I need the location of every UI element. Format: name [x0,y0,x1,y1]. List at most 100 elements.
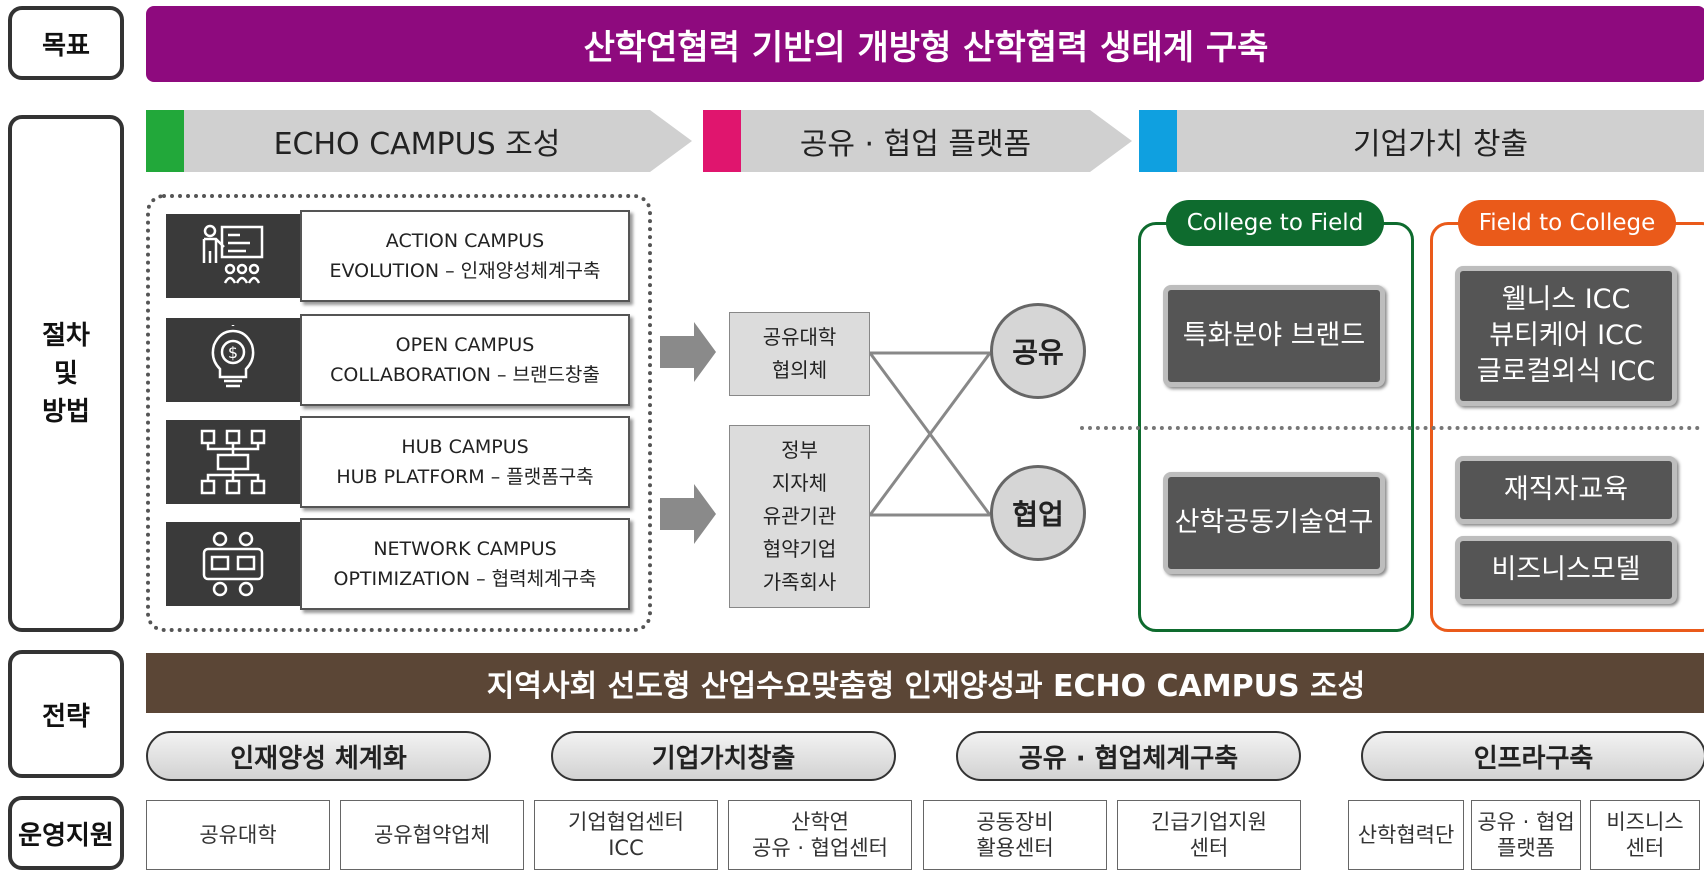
box-line: 재직자교육 [1503,474,1629,505]
shared-university-council-box: 공유대학 협의체 [729,312,870,396]
campus-item-1-line2: EVOLUTION – 인재양성체계구축 [329,260,601,282]
joint-research-box: 산학공동기술연구 [1163,472,1385,574]
goal-banner: 산학연협력 기반의 개방형 산학협력 생태계 구축 [146,6,1704,82]
stage-2-label: 공유 · 협업 플랫폼 [799,127,1032,162]
support-line: 산학협력단 [1357,823,1455,847]
strategy-item-1: 인재양성 체계화 [146,731,491,781]
strategy-item-4: 인프라구축 [1361,731,1704,781]
connector-line [868,352,992,516]
c2f-label-text: College to Field [1186,210,1364,236]
collaborate-circle-text: 협업 [1012,498,1064,531]
stage-3-label: 기업가치 창출 [1352,127,1529,162]
campus-item-2-line2: COLLABORATION – 브랜드창출 [330,364,600,386]
support-line: 긴급기업지원 [1151,810,1267,834]
box-line: 유관기관 [762,504,837,528]
strategy-label-text: 전략 [42,701,90,732]
svg-text:$: $ [228,343,238,362]
campus-item-2-line1: OPEN CAMPUS [395,334,535,356]
c2f-label: College to Field [1166,200,1384,246]
network-hub-icon [166,420,300,504]
stage-2-tab [703,110,741,172]
strategy-item-text: 인프라구축 [1473,743,1594,774]
support-item-2: 공유협약업체 [340,800,524,870]
box-line: 산학공동기술연구 [1174,507,1374,538]
support-item-5: 공동장비 활용센터 [923,800,1107,870]
support-item-8: 공유 · 협업 플랫폼 [1471,800,1581,870]
box-line: 웰니스 ICC [1501,284,1631,315]
campus-item-4: NETWORK CAMPUS OPTIMIZATION – 협력체계구축 [300,518,630,610]
stage-2-arrow-shape [703,110,1132,172]
box-line: 정부 [781,438,818,462]
support-line: 센터 [1189,836,1229,860]
goal-label: 목표 [8,6,124,80]
arrow-right-icon [660,322,716,382]
support-line: 공동장비 [976,810,1054,834]
campus-item-1: ACTION CAMPUS EVOLUTION – 인재양성체계구축 [300,210,630,302]
box-line: 공유대학 [762,325,837,349]
strategy-item-2: 기업가치창출 [551,731,896,781]
support-item-1: 공유대학 [146,800,330,870]
procedure-label-line: 방법 [42,396,90,427]
support-line: 기업협업센터 [568,810,684,834]
box-line: 글로컬외식 ICC [1476,356,1656,387]
support-line: 공유협약업체 [374,823,490,847]
support-item-6: 긴급기업지원 센터 [1117,800,1301,870]
procedure-label: 절차 및 방법 [8,115,124,632]
specialized-brand-box: 특화분야 브랜드 [1163,285,1385,387]
collaborate-circle: 협업 [990,465,1086,561]
icc-box: 웰니스 ICC 뷰티케어 ICC 글로컬외식 ICC [1455,266,1677,406]
goal-label-text: 목표 [42,30,90,61]
procedure-label-line: 및 [54,358,78,389]
share-circle-text: 공유 [1012,336,1064,369]
campus-group [146,194,652,632]
stage-3-tab [1139,110,1177,172]
employee-training-box: 재직자교육 [1455,456,1677,524]
box-line: 비즈니스모델 [1491,554,1641,585]
stage-1-tab [146,110,184,172]
box-line: 가족회사 [762,570,837,594]
campus-item-3: HUB CAMPUS HUB PLATFORM – 플랫폼구축 [300,416,630,508]
support-line: 비즈니스 [1606,810,1684,834]
box-line: 지자체 [771,471,828,495]
business-model-box: 비즈니스모델 [1455,536,1677,604]
teacher-icon [166,214,300,298]
support-item-9: 비즈니스 센터 [1590,800,1700,870]
support-line: 공유 · 협업센터 [752,836,888,860]
box-line: 뷰티케어 ICC [1489,320,1643,351]
campus-item-3-line1: HUB CAMPUS [401,436,529,458]
stage-1-arrow-shape [146,110,692,172]
f2c-label: Field to College [1458,200,1676,246]
support-line: 활용센터 [976,836,1054,860]
share-circle: 공유 [990,303,1086,399]
support-item-3: 기업협업센터 ICC [534,800,718,870]
campus-item-4-line2: OPTIMIZATION – 협력체계구축 [333,568,597,590]
arrow-right-icon [660,484,716,544]
support-label: 운영지원 [8,796,124,870]
support-line: ICC [608,836,644,860]
box-line: 협약기업 [762,537,837,561]
support-line: 센터 [1625,836,1665,860]
goal-banner-text: 산학연협력 기반의 개방형 산학협력 생태계 구축 [583,27,1269,68]
campus-item-2: OPEN CAMPUS COLLABORATION – 브랜드창출 [300,314,630,406]
strategy-item-text: 기업가치창출 [651,743,796,774]
lightbulb-dollar-icon: $ [166,318,300,402]
stage-3-arrow-shape [1139,110,1704,172]
support-line: 공유 · 협업 [1477,810,1575,834]
procedure-label-line: 절차 [42,320,90,351]
divider-dotted-line [1080,426,1700,430]
support-line: 공유대학 [199,823,277,847]
strategy-item-3: 공유 · 협업체계구축 [956,731,1301,781]
strategy-banner-text: 지역사회 선도형 산업수요맞춤형 인재양성과 ECHO CAMPUS 조성 [486,669,1366,704]
support-item-7: 산학협력단 [1348,800,1464,870]
support-line: 플랫폼 [1497,836,1555,860]
campus-item-3-line2: HUB PLATFORM – 플랫폼구축 [336,466,594,488]
collaboration-icon [166,522,300,606]
stage-1-label: ECHO CAMPUS 조성 [273,127,561,162]
support-item-4: 산학연 공유 · 협업센터 [728,800,912,870]
support-label-text: 운영지원 [18,820,114,851]
support-line: 산학연 [791,810,849,834]
campus-item-1-line1: ACTION CAMPUS [385,230,545,252]
partners-box: 정부 지자체 유관기관 협약기업 가족회사 [729,425,870,608]
